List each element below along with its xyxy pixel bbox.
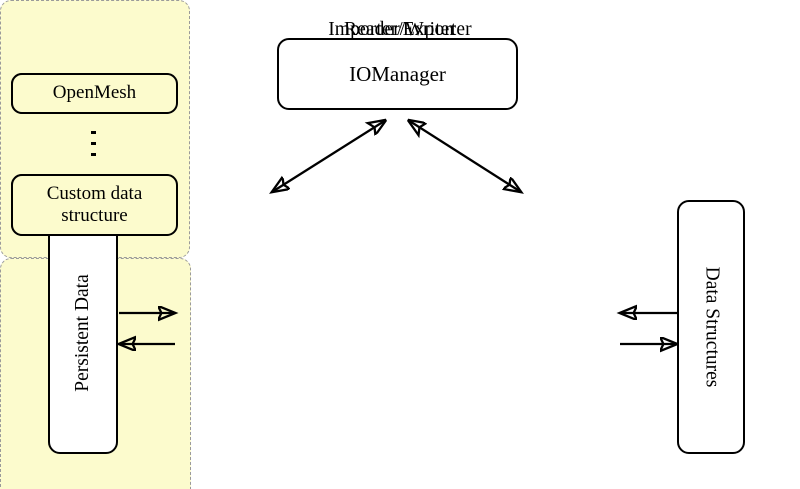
data-structures-label: Data Structures [701, 266, 723, 388]
panel-importer-exporter-title: Importer/Exporter [328, 19, 472, 40]
arrow-manager-importer-exporter [408, 120, 521, 192]
data-structures-box[interactable]: Data Structures [677, 200, 745, 454]
iomanager-label: IOManager [349, 61, 446, 86]
iomanager-box[interactable]: IOManager [277, 38, 518, 110]
item-openmesh[interactable]: OpenMesh [11, 73, 178, 114]
panel-reader-writer-title: Reader/Writer [343, 19, 457, 40]
persistent-data-label: Persistent Data [72, 273, 94, 392]
item-custom-data-structure-line2: structure [61, 205, 128, 226]
item-custom-data-structure-line1: Custom data [46, 182, 143, 204]
persistent-data-box[interactable]: Persistent Data [48, 211, 118, 454]
item-custom-data-structure[interactable]: Custom data structure [11, 174, 178, 236]
ellipsis-importer-exporter [92, 131, 96, 156]
arrow-manager-reader-writer [272, 120, 386, 192]
item-openmesh-label: OpenMesh [52, 82, 137, 104]
